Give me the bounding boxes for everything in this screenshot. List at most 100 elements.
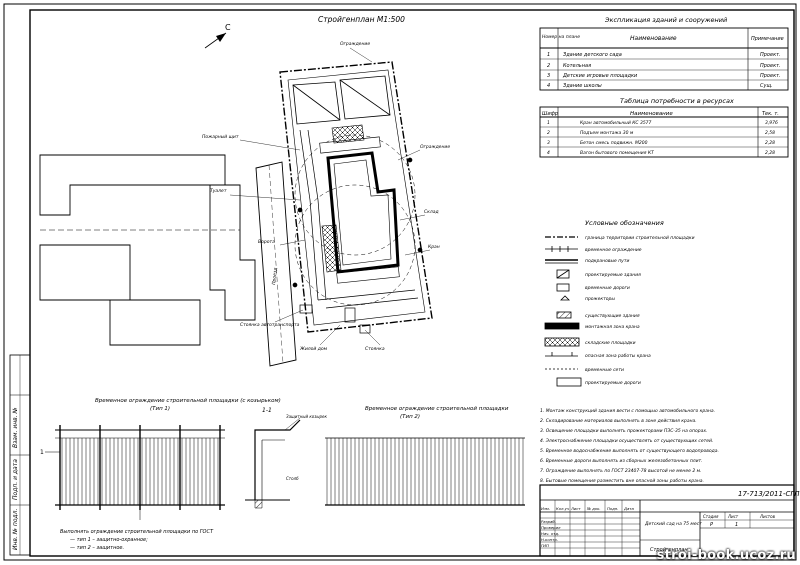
- section-label-post: Столб: [286, 476, 299, 481]
- bt-r2-name: Котельная: [563, 63, 591, 69]
- rt-r4-num: 4: [547, 150, 550, 156]
- tb-col-3: Лист: [570, 506, 581, 511]
- bt-r1-note: Проект.: [760, 52, 781, 58]
- tb-role-4: Н.контр.: [541, 537, 558, 542]
- fence1-note-1: Выполнять ограждение строительной площад…: [60, 529, 214, 535]
- fence2-subtitle: (Тип 2): [400, 414, 420, 420]
- bt-r1-name: Здание детского сада: [563, 52, 622, 58]
- watermark: stroi-book.ucoz.ru: [656, 548, 796, 563]
- rt-r4-qty: 2,28: [765, 150, 775, 156]
- legend-item-3: подкрановые пути: [585, 259, 629, 264]
- legend-item-11: временные сети: [585, 368, 624, 373]
- rt-r3-num: 3: [547, 140, 550, 146]
- fence-type2: Временное ограждение строительной площад…: [325, 406, 525, 506]
- callout-fence-top: Ограждение: [340, 41, 370, 47]
- tb-col-2: Кол.уч: [556, 506, 570, 511]
- side-stamp: Взам. инв. № Подп. и дата Инв. № подл.: [9, 354, 31, 556]
- note-7: 7. Ограждение выполнять по ГОСТ 23407-78…: [540, 468, 701, 474]
- fence1-subtitle: (Тип 1): [150, 406, 170, 412]
- bt-r2-note: Проект.: [760, 63, 781, 69]
- fence-type1: Временное ограждение строительной площад…: [40, 398, 281, 551]
- bt-r4-note: Сущ.: [760, 83, 773, 89]
- rt-header-code: Шифр: [542, 111, 558, 117]
- legend-item-12: проектируемые дороги: [585, 381, 641, 386]
- tb-col-5: Подп.: [607, 506, 619, 511]
- buildings-table-title: Экспликация зданий и сооружений: [604, 16, 727, 24]
- fence1-note-3: — тип 2 – защитное.: [70, 545, 124, 551]
- callout-vehicles: Стоянка автотранспорта: [240, 322, 300, 328]
- stamp-text-1: Взам. инв. №: [12, 407, 19, 448]
- legend-item-1: граница территории строительной площадки: [585, 235, 695, 241]
- tb-code: 17-713/2011-СГП: [738, 490, 800, 498]
- rt-header-name: Наименование: [630, 111, 673, 117]
- fence1-title: Временное ограждение строительной площад…: [95, 398, 281, 404]
- site-plan-title: Стройгенплан М1:500: [318, 15, 405, 24]
- rt-r3-qty: 2,28: [765, 140, 775, 146]
- bt-r3-num: 3: [547, 73, 550, 79]
- tb-object: Детский сад на 75 мест: [644, 521, 702, 527]
- note-3: 3. Освещение площадки выполнять прожекто…: [540, 428, 707, 434]
- tb-stage-label: Стадия: [703, 514, 719, 519]
- proposed-building: [319, 136, 400, 284]
- legend-item-8: монтажная зона крана: [585, 325, 640, 330]
- bt-r3-name: Детские игровые площадки: [562, 73, 638, 79]
- site-boundary: [279, 61, 433, 333]
- top-blocks: [292, 75, 391, 125]
- note-2: 2. Складирование материалов выполнять в …: [540, 418, 697, 424]
- legend: Условные обозначения граница территории …: [544, 219, 695, 387]
- tb-stage: Р: [710, 522, 713, 528]
- resources-table-title: Таблица потребности в ресурсах: [620, 97, 734, 105]
- resources-table: Таблица потребности в ресурсах Шифр Наим…: [539, 97, 789, 158]
- rt-r1-qty: 3,976: [765, 120, 778, 126]
- section-title: 1-1: [262, 407, 272, 414]
- legend-item-10: опасная зона работы крана: [585, 353, 651, 359]
- stamp-text-2: Подп. и дата: [12, 459, 19, 500]
- rt-r1-num: 1: [547, 120, 550, 126]
- bt-r4-name: Здание школы: [563, 83, 602, 89]
- tb-col-6: Дата: [623, 506, 635, 511]
- stamp-text-3: Инв. № подл.: [12, 509, 19, 550]
- road-label: Проезд: [271, 267, 279, 285]
- bt-header-note: Примечание: [751, 36, 784, 42]
- legend-item-5: временные дороги: [585, 286, 630, 291]
- bt-r4-num: 4: [547, 83, 550, 89]
- legend-item-9: складские площадки: [585, 341, 636, 346]
- callout-gate: Ворота: [258, 239, 275, 245]
- callout-toilet: Туалет: [210, 188, 227, 194]
- legend-title: Условные обозначения: [585, 219, 664, 227]
- tb-role-1: Разраб.: [541, 519, 556, 524]
- section-mark-left: 1: [40, 449, 44, 456]
- north-arrow: С: [204, 23, 231, 49]
- note-4: 4. Электроснабжение площадки осуществлят…: [540, 438, 713, 444]
- legend-item-4: проектируемые здания: [585, 273, 641, 278]
- tb-sheet-name: Стройгенплан: [650, 547, 688, 553]
- bt-r1-num: 1: [547, 52, 550, 58]
- bt-r2-num: 2: [547, 63, 550, 69]
- tb-sheet-label: Лист: [727, 514, 739, 519]
- bt-r3-note: Проект.: [760, 73, 781, 79]
- rt-r2-num: 2: [547, 130, 550, 136]
- bt-header-num: Номер на плане: [542, 34, 580, 40]
- site-callouts: [229, 47, 431, 346]
- note-8: 8. Бытовые помещения разместить вне опас…: [540, 478, 704, 484]
- outer-frame: [3, 3, 797, 561]
- tb-role-2: Проверил: [541, 525, 561, 530]
- fence2-title: Временное ограждение строительной площад…: [365, 406, 509, 412]
- road: [255, 161, 297, 367]
- callout-house: Жилой дом: [299, 346, 328, 352]
- general-notes: 1. Монтаж конструкций здания вести с пом…: [540, 408, 719, 484]
- rt-r1-name: Кран автомобильный КС 3577: [580, 120, 652, 126]
- existing-buildings: [39, 154, 256, 346]
- inner-frame: [29, 9, 795, 557]
- callout-fence: Ограждение: [420, 144, 450, 150]
- legend-item-2: временное ограждение: [585, 248, 642, 253]
- note-1: 1. Монтаж конструкций здания вести с пом…: [540, 408, 715, 414]
- storage-areas: [321, 124, 365, 273]
- note-5: 5. Временное водоснабжение выполнять от …: [540, 448, 719, 454]
- tb-sheet: 1: [735, 522, 738, 528]
- callout-parking: Стоянка: [365, 346, 385, 352]
- callout-crane: Кран: [428, 244, 440, 250]
- rt-header-qty: Тек. т.: [762, 111, 779, 117]
- legend-item-7: существующие здания: [585, 314, 640, 319]
